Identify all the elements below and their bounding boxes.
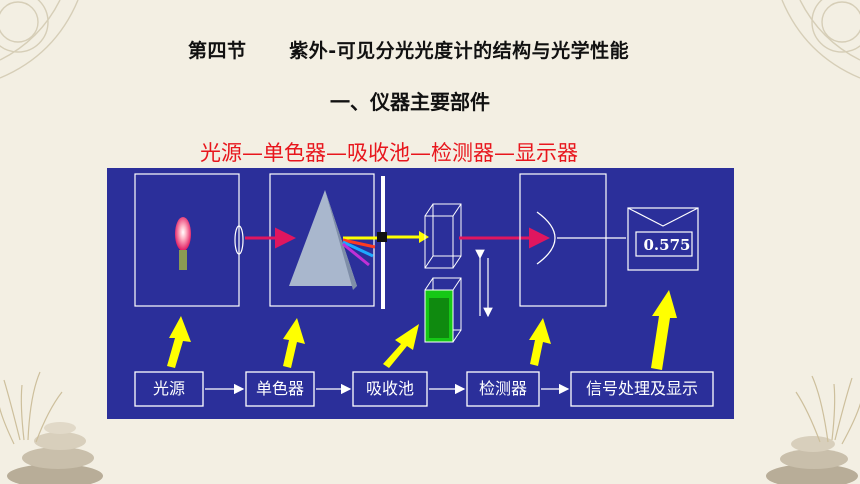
- swap-arrows-icon: [475, 249, 493, 318]
- exit-slit: [377, 176, 387, 309]
- up-arrow-icon: [283, 318, 305, 368]
- box-cuvette: [352, 371, 428, 407]
- flame-icon: [175, 217, 191, 270]
- box-signal-display: [570, 371, 714, 407]
- label-cuvette: 吸收池: [365, 379, 414, 398]
- label-monochromator: 单色器: [255, 379, 304, 398]
- box-monochromator: [245, 371, 315, 407]
- corner-ornament-left: [0, 0, 79, 79]
- box-detector: [466, 371, 540, 407]
- subheading: 一、仪器主要部件: [330, 90, 490, 114]
- dispersed-rays: [342, 236, 379, 267]
- box-light-source: [134, 371, 204, 407]
- prism-icon: [289, 190, 357, 290]
- detector-icon: [536, 211, 556, 265]
- label-signal-display: 信号处理及显示: [585, 379, 698, 398]
- label-light-source: 光源: [152, 379, 185, 398]
- monochromatic-beam-head: [419, 231, 429, 243]
- grass-left: [0, 371, 63, 445]
- label-detector: 检测器: [478, 379, 527, 398]
- monochromator-box: [269, 173, 375, 307]
- up-arrow-icon: [651, 290, 677, 370]
- section-title: 第四节 紫外-可见分光光度计的结构与光学性能: [188, 40, 630, 62]
- component-flow-text: 光源—单色器—吸收池—检测器—显示器: [200, 141, 578, 165]
- up-arrow-icon: [383, 324, 419, 368]
- corner-ornament-right: [781, 0, 860, 79]
- diagram-canvas: [134, 173, 714, 407]
- detector-box: [519, 173, 607, 307]
- grass-right: [795, 375, 860, 445]
- display-readout: 0.575: [643, 236, 691, 254]
- zen-stones-right: [766, 436, 858, 484]
- cuvette-icon: [424, 277, 462, 343]
- up-arrow-icon: [167, 316, 191, 368]
- lens-icon: [234, 225, 244, 255]
- zen-stones-left: [7, 422, 103, 484]
- up-arrow-icon: [529, 318, 551, 366]
- display-icon: [627, 207, 699, 271]
- light-source-box: [134, 173, 240, 307]
- cuvette-reference: [424, 203, 462, 269]
- spectrophotometer-diagram: [107, 168, 734, 419]
